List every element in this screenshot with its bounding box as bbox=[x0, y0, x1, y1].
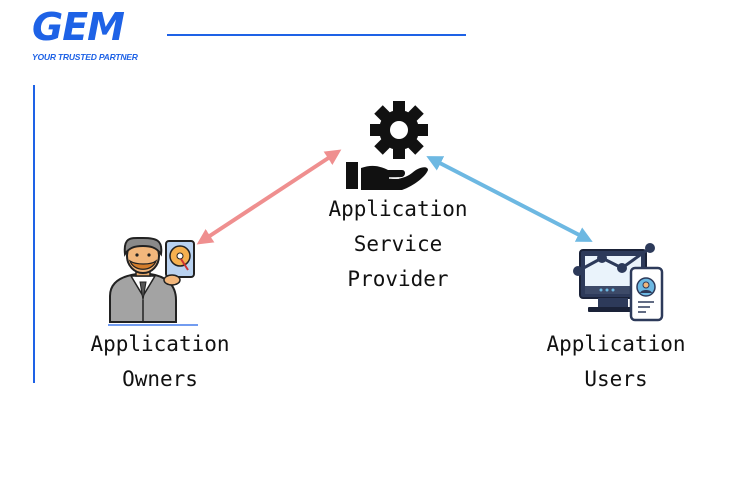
logo-tagline: YOUR TRUSTED PARTNER bbox=[32, 52, 138, 62]
gear-in-hand-icon bbox=[346, 101, 428, 190]
provider-label-line-2: Service bbox=[353, 232, 443, 256]
owners-label: Application Owners bbox=[60, 327, 260, 397]
left-divider bbox=[33, 85, 35, 383]
provider-label: Application Service Provider bbox=[298, 192, 498, 297]
users-label: Application Users bbox=[516, 327, 716, 397]
header-divider bbox=[167, 34, 466, 36]
analytics-dashboard-icon bbox=[573, 243, 664, 322]
owner-provider-arrow bbox=[196, 149, 342, 245]
users-label-line-1: Application bbox=[546, 332, 686, 356]
person-with-disk-icon bbox=[108, 236, 198, 326]
users-label-line-2: Users bbox=[584, 367, 648, 391]
provider-label-line-1: Application bbox=[328, 197, 468, 221]
logo-wordmark: GEM bbox=[32, 5, 125, 49]
provider-label-line-3: Provider bbox=[347, 267, 449, 291]
company-logo: GEM YOUR TRUSTED PARTNER bbox=[32, 8, 156, 66]
owners-label-line-1: Application bbox=[90, 332, 230, 356]
owners-label-line-2: Owners bbox=[122, 367, 198, 391]
provider-users-arrow bbox=[426, 156, 593, 242]
